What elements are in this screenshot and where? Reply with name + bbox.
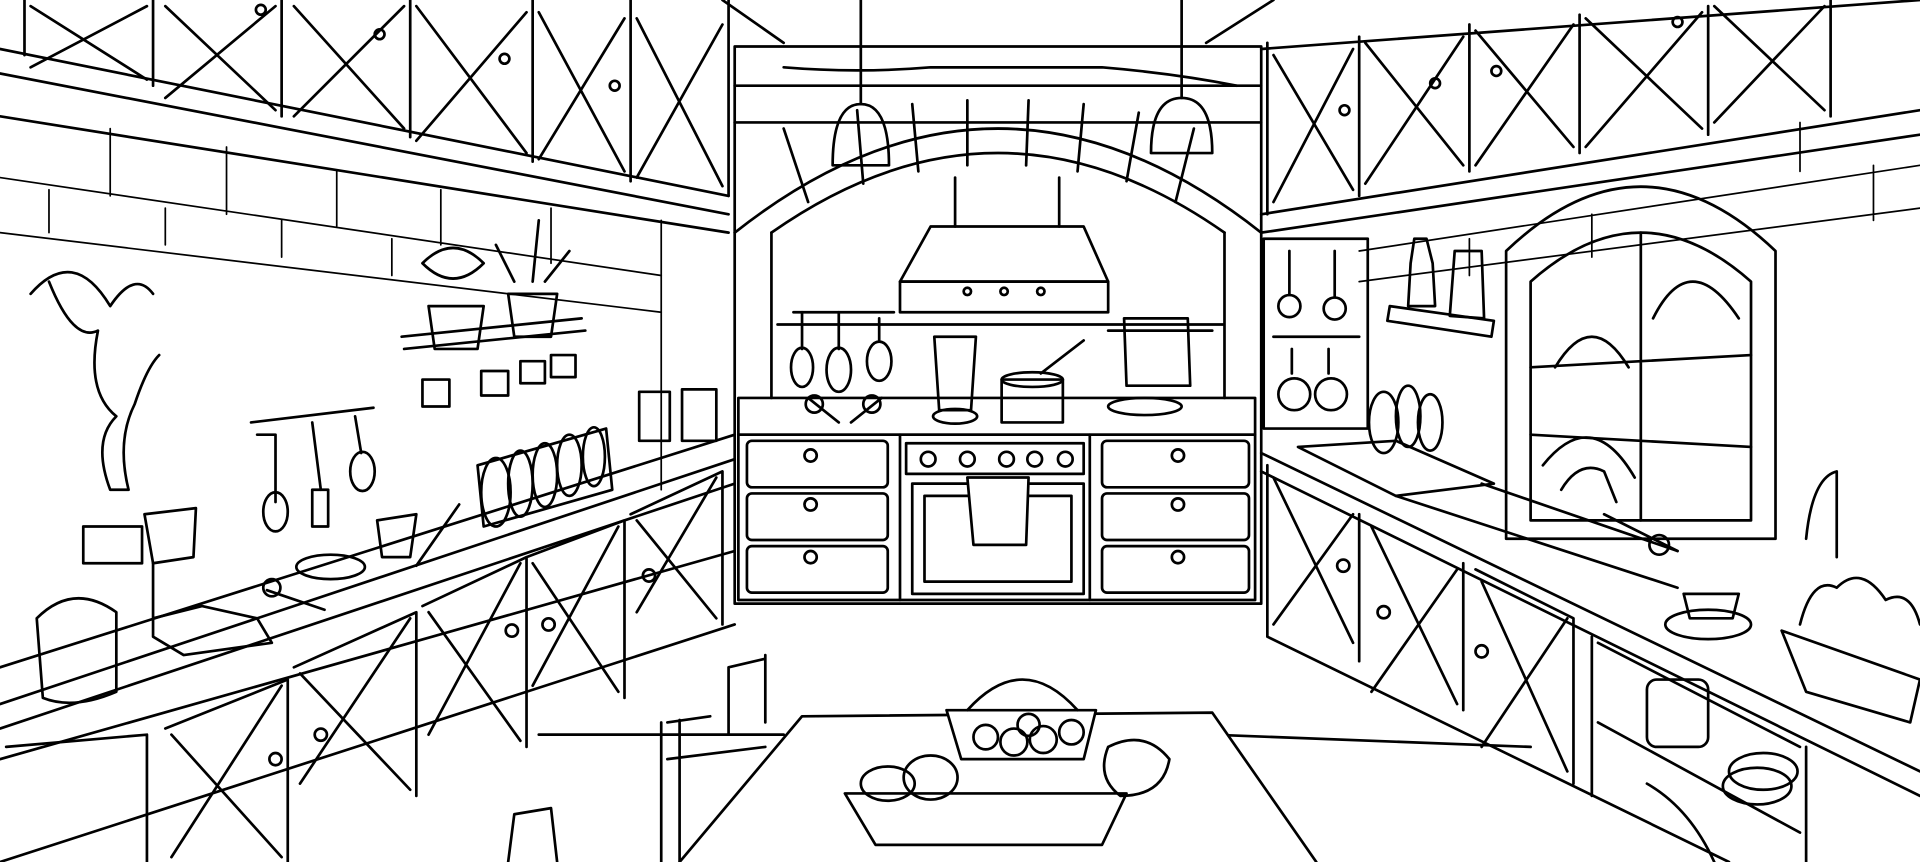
back-wall-arch <box>733 45 1263 605</box>
right-counter <box>1259 451 1920 862</box>
stove-oven <box>804 317 1214 596</box>
right-upper-cabinets <box>1259 0 1920 234</box>
left-brick-wall <box>0 127 663 491</box>
back-counter <box>737 396 1257 602</box>
window <box>1504 185 1777 541</box>
left-upper-cabinets <box>0 0 730 234</box>
left-wall-items <box>29 219 718 533</box>
right-counter-items <box>1296 237 1920 724</box>
utensil-cabinet-right <box>1262 237 1370 430</box>
left-counter <box>0 433 737 862</box>
hanging-pans <box>789 310 896 394</box>
ceiling <box>721 0 1275 45</box>
pendant-lamps <box>831 0 1214 167</box>
left-counter-appliances <box>35 503 461 705</box>
table-and-chairs <box>506 653 1532 862</box>
range-hood <box>898 176 1110 314</box>
